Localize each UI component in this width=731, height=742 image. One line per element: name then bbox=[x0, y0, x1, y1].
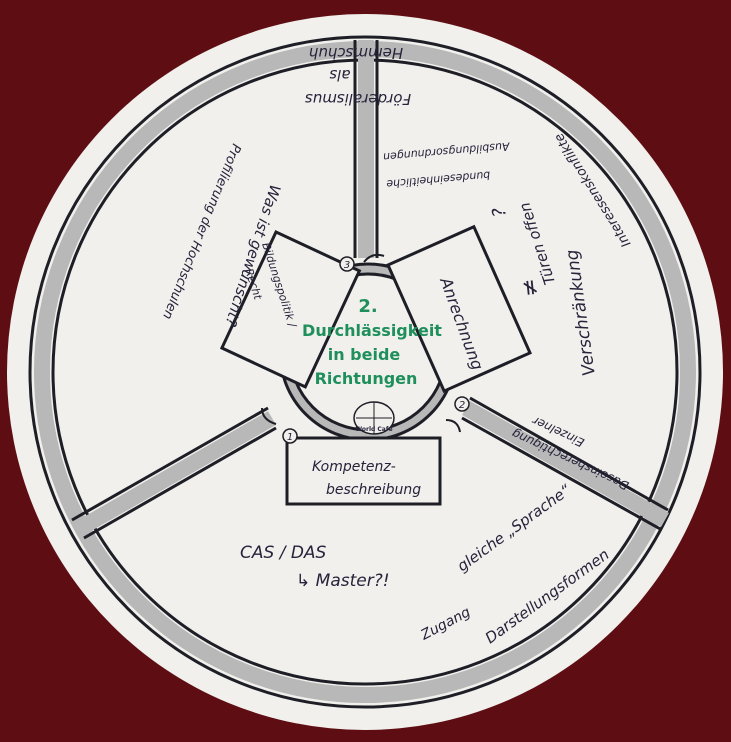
spoke-left bbox=[71, 406, 277, 540]
spoke-top bbox=[353, 40, 379, 258]
step-number-2: 2 bbox=[459, 400, 465, 411]
spoke-right bbox=[461, 396, 669, 532]
foerderalismus-line-1: Förderalismus bbox=[305, 90, 411, 108]
foerderalismus-line-2: als bbox=[329, 66, 350, 84]
step-marker-2: 2 bbox=[454, 396, 470, 412]
kompetenz-label-line-1: Kompetenz- bbox=[312, 459, 396, 475]
question-mark: ? bbox=[489, 205, 511, 218]
arrow-curve-top bbox=[363, 253, 385, 263]
center-title-line-1: Durchlässigkeit bbox=[302, 321, 442, 340]
outer-track bbox=[28, 35, 702, 709]
box-kompetenz bbox=[285, 436, 442, 506]
foerderalismus-line-3: Hemmschuh bbox=[309, 44, 403, 62]
center-title-line-2: in beide bbox=[328, 345, 401, 364]
not-equal-sign: ≠ bbox=[517, 277, 544, 298]
kompetenz-label-line-2: beschreibung bbox=[326, 482, 421, 498]
step-marker-1: 1 bbox=[282, 428, 298, 444]
step-number-1: 1 bbox=[287, 432, 293, 443]
master-text: ↳ Master?! bbox=[296, 571, 390, 591]
center-title-line-3: Richtungen bbox=[315, 369, 418, 388]
box-bildungspolitik bbox=[219, 230, 362, 389]
cas-das-text: CAS / DAS bbox=[240, 543, 327, 563]
box-anrechnung bbox=[386, 224, 532, 394]
world-cafe-logo: World Café bbox=[353, 401, 395, 435]
step-marker-3: 3 bbox=[339, 256, 355, 272]
step-number-3: 3 bbox=[344, 260, 350, 271]
arrow-curve-right bbox=[445, 419, 461, 433]
center-number: 2. bbox=[358, 296, 377, 317]
arrow-curve-left bbox=[261, 407, 277, 425]
logo-text: World Café bbox=[355, 426, 392, 433]
